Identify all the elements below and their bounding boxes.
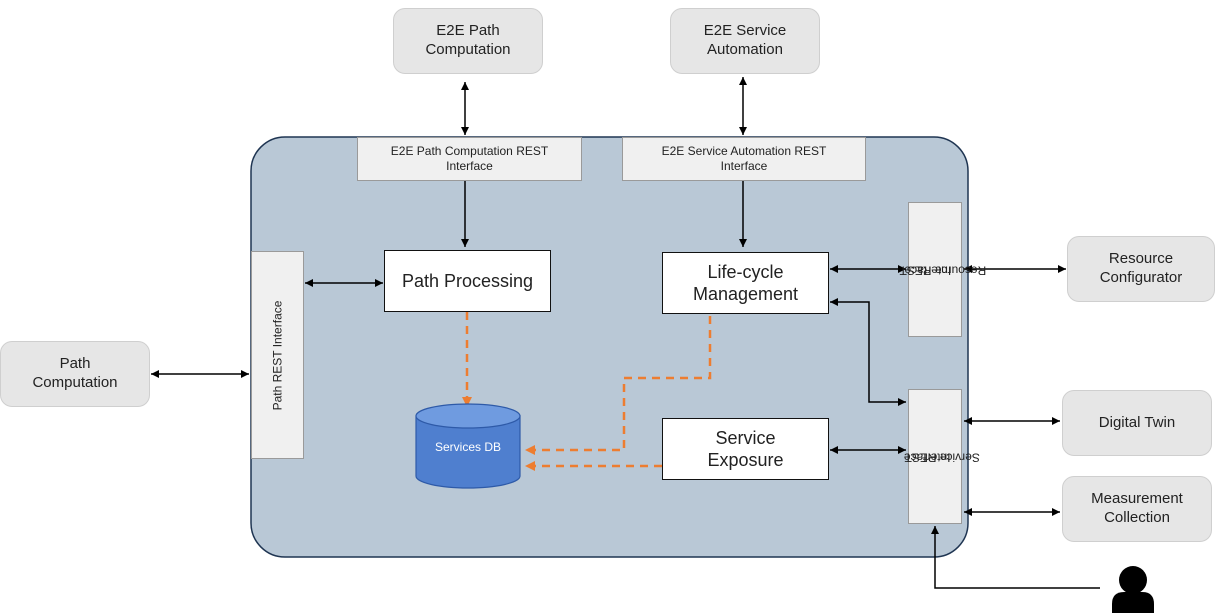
connector-user [931, 526, 1100, 589]
service-rest-interface: Service REST Interface [904, 389, 980, 524]
user-icon [1112, 566, 1154, 613]
connector-lifecycle-to-service-iface [830, 298, 906, 406]
dashed-lifecycle-to-db [525, 316, 712, 455]
controller-container [250, 136, 969, 558]
digital-twin-box: Digital Twin [1062, 390, 1212, 456]
services-db-label: Services DB [434, 440, 502, 454]
path-rest-interface: Path REST Interface [251, 251, 304, 459]
resource-rest-interface: Resource REST Interface [899, 202, 986, 337]
services-db-cylinder [415, 403, 521, 489]
path-processing-module: Path Processing [384, 250, 551, 312]
